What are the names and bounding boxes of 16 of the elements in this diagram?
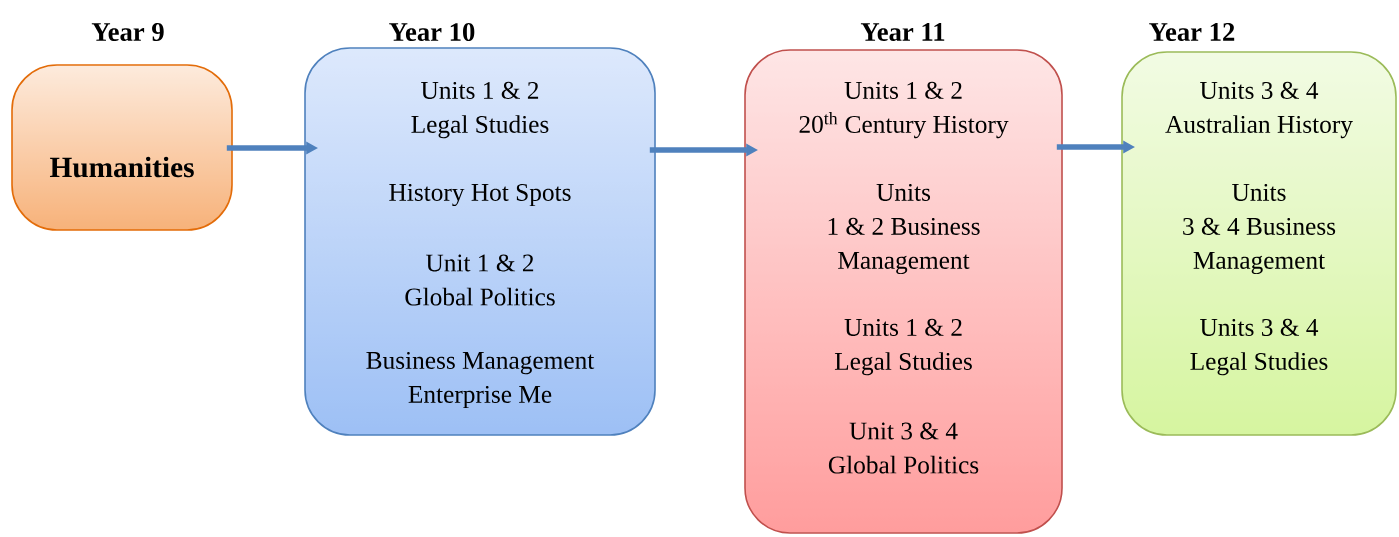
subject-text: Business Management Enterprise Me <box>366 351 595 409</box>
subject-text: Units 1 & 2 20$^{th}$ Century History <box>799 81 1009 139</box>
subject-text: Humanities <box>50 156 194 178</box>
subject-text: Unit 1 & 2 Global Politics <box>405 254 555 306</box>
subject-text: Units 3 & 4 Legal Studies <box>1190 318 1328 376</box>
subject-text: Unit 3 & 4 Global Politics <box>828 422 979 474</box>
year-heading: Year 10 <box>389 23 475 41</box>
subject-text: Units 1 & 2 Legal Studies <box>411 81 549 139</box>
subject-text: Units 1 & 2 Business Management <box>828 183 980 275</box>
year-heading: Year 9 <box>91 23 164 41</box>
year-heading: Year 12 <box>1149 23 1235 41</box>
subject-text: Units 3 & 4 Australian History <box>1165 81 1353 139</box>
subject-text: History Hot Spots <box>389 183 571 207</box>
subject-text: Units 3 & 4 Business Management <box>1183 183 1336 275</box>
subject-text: Units 1 & 2 Legal Studies <box>834 318 972 376</box>
year-heading: Year 11 <box>860 23 945 41</box>
